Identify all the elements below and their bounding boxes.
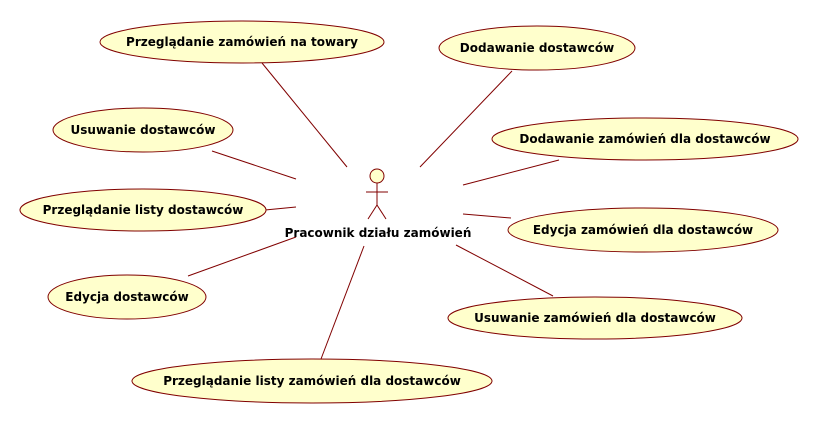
use-case-ellipse bbox=[52, 107, 234, 153]
association-line-uc-6 bbox=[462, 213, 512, 219]
use-case-ellipse bbox=[507, 207, 779, 253]
association-line-uc-7 bbox=[187, 236, 297, 277]
use-case-uc-6[interactable]: Edycja zamówień dla dostawców bbox=[507, 207, 779, 253]
use-case-ellipse bbox=[99, 20, 385, 64]
use-case-uc-9[interactable]: Przeglądanie listy zamówień dla dostawcó… bbox=[131, 358, 493, 404]
association-line-uc-8 bbox=[455, 244, 554, 297]
use-case-ellipse bbox=[438, 25, 636, 71]
association-line-uc-5 bbox=[264, 206, 297, 211]
actor-stick-figure-icon bbox=[366, 168, 388, 220]
use-case-ellipse bbox=[131, 358, 493, 404]
use-case-uc-7[interactable]: Edycja dostawców bbox=[47, 274, 207, 320]
use-case-uc-4[interactable]: Dodawanie zamówień dla dostawców bbox=[491, 117, 799, 161]
association-line-uc-1 bbox=[261, 62, 348, 168]
use-case-label: Przeglądanie zamówień na towary bbox=[126, 35, 358, 49]
use-case-label: Edycja zamówień dla dostawców bbox=[533, 223, 753, 237]
use-case-label: Usuwanie zamówień dla dostawców bbox=[474, 311, 716, 325]
association-line-uc-9 bbox=[320, 245, 365, 360]
use-case-label: Usuwanie dostawców bbox=[71, 123, 216, 137]
associations bbox=[187, 62, 560, 360]
actor-label: Pracownik działu zamówień bbox=[285, 226, 472, 240]
use-case-ellipse bbox=[447, 296, 743, 340]
use-case-uc-2[interactable]: Dodawanie dostawców bbox=[438, 25, 636, 71]
use-case-uc-1[interactable]: Przeglądanie zamówień na towary bbox=[99, 20, 385, 64]
use-case-uc-3[interactable]: Usuwanie dostawców bbox=[52, 107, 234, 153]
use-case-ellipse bbox=[19, 188, 267, 232]
use-case-uc-8[interactable]: Usuwanie zamówień dla dostawców bbox=[447, 296, 743, 340]
use-case-uc-5[interactable]: Przeglądanie listy dostawców bbox=[19, 188, 267, 232]
use-case-label: Edycja dostawców bbox=[65, 290, 188, 304]
actor[interactable]: Pracownik działu zamówień bbox=[285, 168, 472, 240]
association-line-uc-3 bbox=[211, 150, 297, 180]
use-case-label: Dodawanie dostawców bbox=[460, 41, 614, 55]
association-line-uc-2 bbox=[419, 70, 513, 168]
use-case-ellipse bbox=[47, 274, 207, 320]
association-line-uc-4 bbox=[462, 159, 560, 186]
use-case-label: Dodawanie zamówień dla dostawców bbox=[519, 132, 770, 146]
use-case-label: Przeglądanie listy dostawców bbox=[43, 203, 244, 217]
use-case-label: Przeglądanie listy zamówień dla dostawcó… bbox=[163, 374, 461, 388]
use-case-ellipse bbox=[491, 117, 799, 161]
